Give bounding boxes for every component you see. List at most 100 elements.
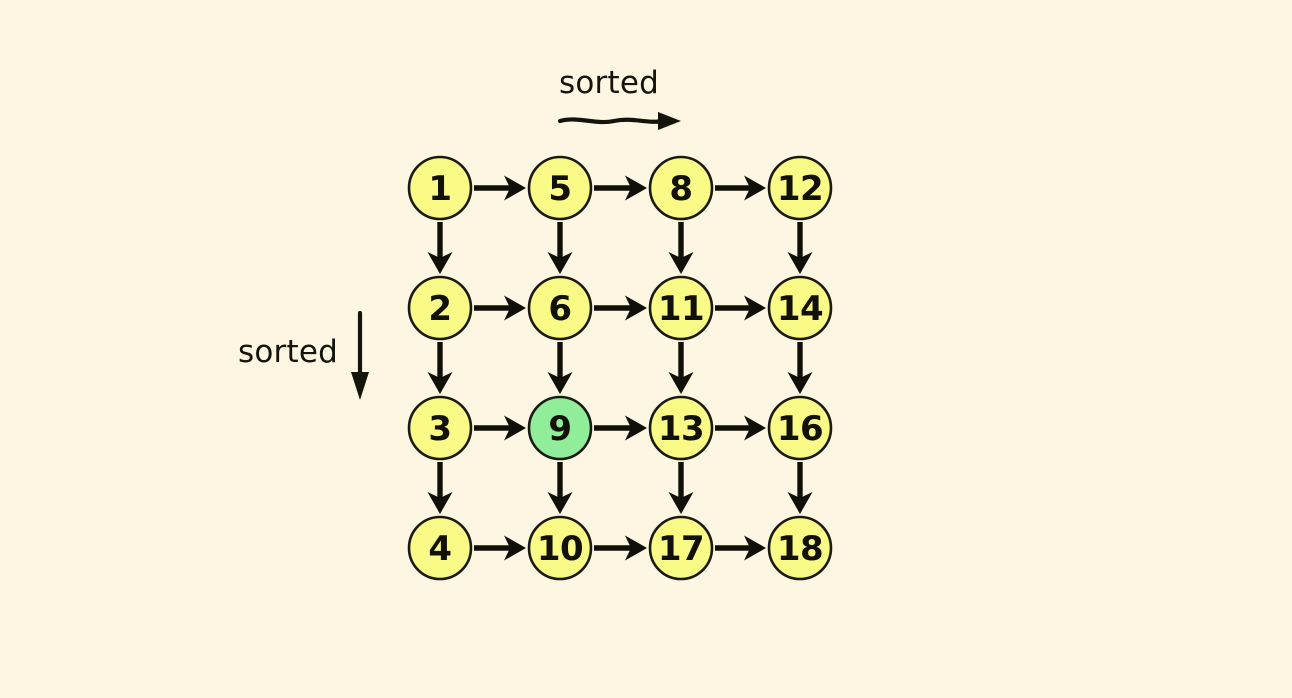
edge-h-17-to-18-head bbox=[744, 535, 766, 561]
node-12[interactable]: 12 bbox=[767, 155, 833, 221]
node-4[interactable]: 4 bbox=[407, 515, 473, 581]
edge-h-4-to-10-head bbox=[504, 535, 526, 561]
edge-v-13-to-17-head bbox=[668, 492, 694, 514]
node-14[interactable]: 14 bbox=[767, 275, 833, 341]
top-sorted-label: sorted bbox=[559, 65, 659, 101]
node-circle-4[interactable] bbox=[407, 515, 473, 581]
left-sorted-annotation: sorted bbox=[238, 310, 369, 400]
node-label-14: 14 bbox=[777, 289, 823, 329]
edge-v-8-to-11-head bbox=[668, 252, 694, 274]
edge-h-6-to-11 bbox=[594, 295, 647, 321]
node-1[interactable]: 1 bbox=[407, 155, 473, 221]
edge-v-6-to-9 bbox=[547, 342, 573, 394]
edge-h-1-to-5-head bbox=[504, 175, 526, 201]
node-circle-14[interactable] bbox=[767, 275, 833, 341]
edge-h-11-to-14 bbox=[715, 295, 766, 321]
node-circle-11[interactable] bbox=[648, 275, 714, 341]
node-10[interactable]: 10 bbox=[527, 515, 593, 581]
edge-v-9-to-10-head bbox=[547, 492, 573, 514]
top-sorted-arrow-head bbox=[658, 112, 681, 130]
node-circle-2[interactable] bbox=[407, 275, 473, 341]
edge-v-9-to-10 bbox=[547, 462, 573, 514]
edge-h-13-to-16-head bbox=[744, 415, 766, 441]
edge-h-10-to-17 bbox=[594, 535, 647, 561]
edge-v-2-to-3-head bbox=[427, 372, 453, 394]
edge-v-8-to-11 bbox=[668, 222, 694, 274]
edge-h-11-to-14-head bbox=[744, 295, 766, 321]
node-label-3: 3 bbox=[428, 409, 451, 449]
node-label-9: 9 bbox=[548, 409, 571, 449]
node-label-11: 11 bbox=[658, 289, 704, 329]
node-3[interactable]: 3 bbox=[407, 395, 473, 461]
edge-h-9-to-13 bbox=[594, 415, 647, 441]
node-18[interactable]: 18 bbox=[767, 515, 833, 581]
node-17[interactable]: 17 bbox=[648, 515, 714, 581]
node-label-6: 6 bbox=[548, 289, 571, 329]
node-label-1: 1 bbox=[428, 169, 451, 209]
edge-h-9-to-13-head bbox=[625, 415, 647, 441]
edge-v-3-to-4-head bbox=[427, 492, 453, 514]
node-11[interactable]: 11 bbox=[648, 275, 714, 341]
node-label-13: 13 bbox=[658, 409, 704, 449]
node-label-8: 8 bbox=[669, 169, 692, 209]
node-circle-13[interactable] bbox=[648, 395, 714, 461]
node-circle-8[interactable] bbox=[648, 155, 714, 221]
edge-v-2-to-3 bbox=[427, 342, 453, 394]
node-8[interactable]: 8 bbox=[648, 155, 714, 221]
node-circle-18[interactable] bbox=[767, 515, 833, 581]
edges-layer bbox=[427, 175, 813, 561]
edge-v-11-to-13 bbox=[668, 342, 694, 394]
edge-v-6-to-9-head bbox=[547, 372, 573, 394]
node-circle-5[interactable] bbox=[527, 155, 593, 221]
node-circle-16[interactable] bbox=[767, 395, 833, 461]
node-circle-12[interactable] bbox=[767, 155, 833, 221]
node-label-4: 4 bbox=[428, 529, 451, 569]
edge-h-1-to-5 bbox=[474, 175, 526, 201]
edge-h-4-to-10 bbox=[474, 535, 526, 561]
node-label-10: 10 bbox=[537, 529, 583, 569]
edge-h-2-to-6 bbox=[474, 295, 526, 321]
edge-v-1-to-2 bbox=[427, 222, 453, 274]
edge-h-6-to-11-head bbox=[625, 295, 647, 321]
node-circle-1[interactable] bbox=[407, 155, 473, 221]
node-circle-17[interactable] bbox=[648, 515, 714, 581]
edge-h-10-to-17-head bbox=[625, 535, 647, 561]
edge-v-14-to-16 bbox=[787, 342, 813, 394]
node-5[interactable]: 5 bbox=[527, 155, 593, 221]
node-label-5: 5 bbox=[548, 169, 571, 209]
left-sorted-label: sorted bbox=[238, 334, 338, 370]
edge-v-12-to-14 bbox=[787, 222, 813, 274]
top-sorted-arrow-shaft bbox=[557, 117, 667, 125]
edge-h-3-to-9-head bbox=[504, 415, 526, 441]
node-label-2: 2 bbox=[428, 289, 451, 329]
edge-v-5-to-6 bbox=[547, 222, 573, 274]
edge-h-8-to-12 bbox=[715, 175, 766, 201]
node-13[interactable]: 13 bbox=[648, 395, 714, 461]
node-6[interactable]: 6 bbox=[527, 275, 593, 341]
node-label-16: 16 bbox=[777, 409, 823, 449]
edge-h-17-to-18 bbox=[715, 535, 766, 561]
node-2[interactable]: 2 bbox=[407, 275, 473, 341]
edge-v-16-to-18-head bbox=[787, 492, 813, 514]
node-circle-9[interactable] bbox=[527, 395, 593, 461]
node-label-18: 18 bbox=[777, 529, 823, 569]
edge-v-14-to-16-head bbox=[787, 372, 813, 394]
node-label-12: 12 bbox=[777, 169, 823, 209]
edge-h-5-to-8 bbox=[594, 175, 647, 201]
edge-h-8-to-12-head bbox=[744, 175, 766, 201]
edge-v-3-to-4 bbox=[427, 462, 453, 514]
node-circle-10[interactable] bbox=[527, 515, 593, 581]
top-sorted-annotation: sorted bbox=[557, 65, 681, 130]
edge-v-11-to-13-head bbox=[668, 372, 694, 394]
node-circle-6[interactable] bbox=[527, 275, 593, 341]
node-9[interactable]: 9 bbox=[527, 395, 593, 461]
edge-v-16-to-18 bbox=[787, 462, 813, 514]
node-16[interactable]: 16 bbox=[767, 395, 833, 461]
edge-h-5-to-8-head bbox=[625, 175, 647, 201]
nodes-layer: 1 5 8 12 2 6 11 14 3 9 13 16 4 10 17 18 bbox=[407, 155, 833, 581]
node-label-17: 17 bbox=[658, 529, 704, 569]
node-circle-3[interactable] bbox=[407, 395, 473, 461]
edge-v-1-to-2-head bbox=[427, 252, 453, 274]
